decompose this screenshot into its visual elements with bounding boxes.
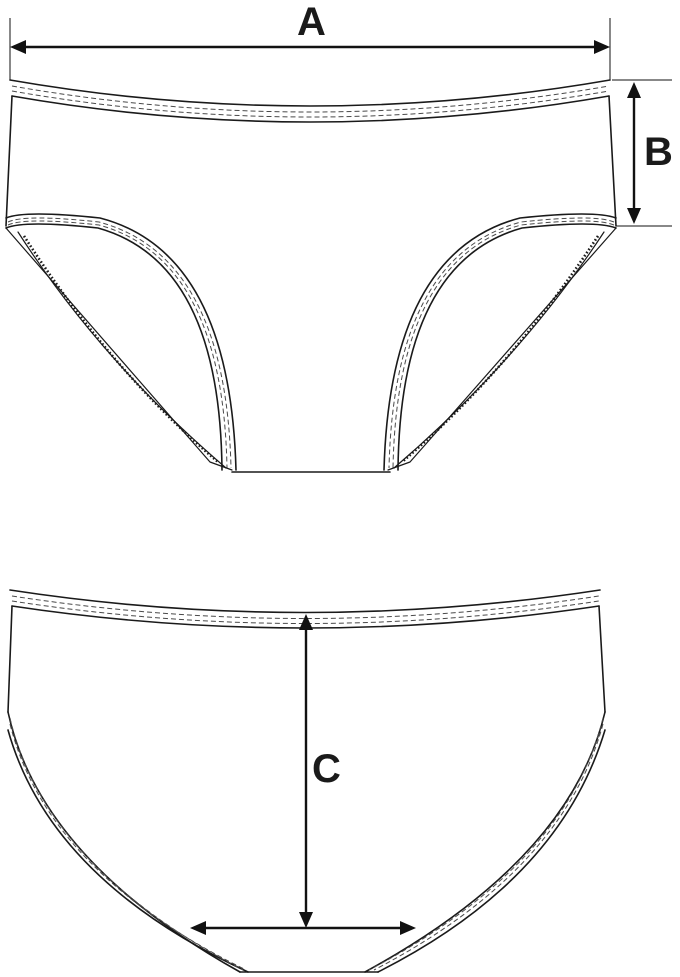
front-right-leg-opening — [383, 213, 617, 471]
label-a: A — [297, 0, 326, 44]
dimension-a — [9, 18, 611, 80]
label-c: C — [312, 747, 341, 791]
front-left-lace-panel — [5, 227, 233, 471]
front-right-lace-panel — [387, 227, 617, 471]
dimension-b — [612, 79, 672, 227]
front-waistband — [9, 79, 611, 123]
back-view — [7, 589, 606, 973]
back-right-side — [598, 605, 606, 713]
back-right-leg-opening — [364, 711, 606, 973]
front-left-side — [5, 95, 13, 227]
label-b: B — [644, 130, 673, 174]
front-view — [5, 18, 672, 473]
back-left-leg-opening — [7, 711, 249, 973]
front-right-side — [608, 95, 617, 227]
front-left-leg-opening — [5, 213, 237, 471]
dimension-c — [190, 614, 416, 935]
back-left-side — [7, 605, 13, 713]
